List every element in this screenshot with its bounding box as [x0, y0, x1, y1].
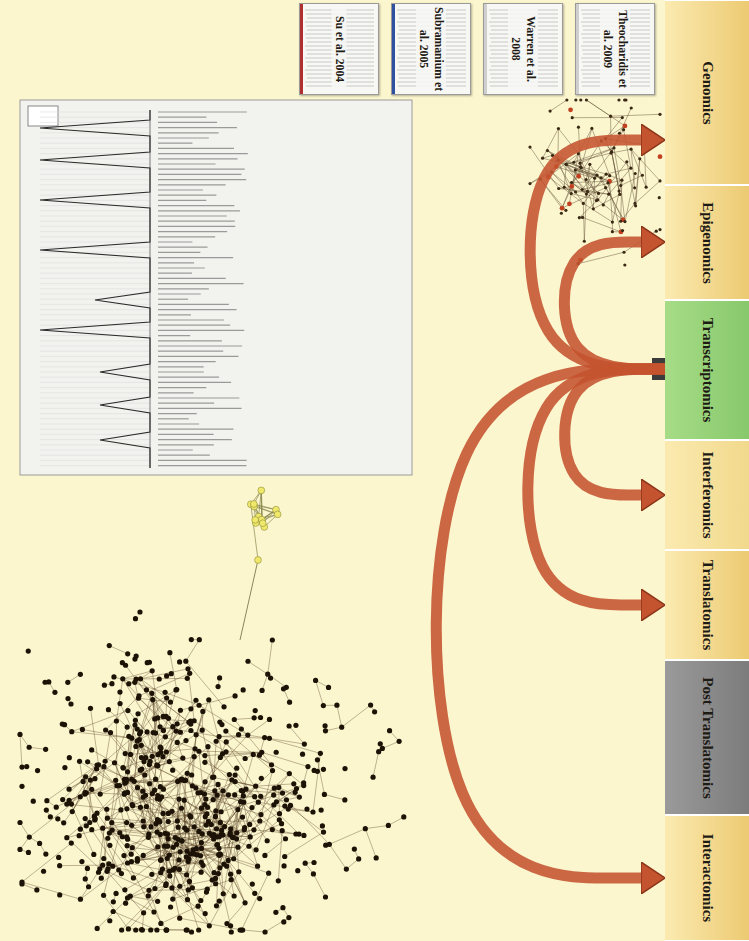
paper-thumbnail: Su et al. 2004	[299, 3, 379, 95]
paper-thumbnail: Subramanium et al. 2005	[391, 3, 471, 95]
band-label: Transcriptomics	[699, 318, 716, 423]
omics-band: Genomics	[665, 0, 749, 185]
curved-arrow	[564, 242, 665, 369]
band-label: Interferomics	[699, 451, 716, 538]
curved-arrow	[436, 369, 665, 878]
band-label: Genomics	[699, 61, 716, 124]
band-label: Post Translatomics	[699, 677, 716, 799]
omics-band: Transcriptomics	[665, 300, 749, 440]
omics-band: Interferomics	[665, 440, 749, 550]
protein-network	[17, 609, 406, 934]
omics-band: Epigenomics	[665, 185, 749, 300]
citation-label: Subramanium et al. 2005	[416, 5, 446, 93]
band-label: Epigenomics	[699, 202, 716, 284]
omics-band: Interactomics	[665, 815, 749, 941]
band-label: Interactomics	[699, 834, 716, 922]
paper-thumbnail: Warren et al. 2008	[483, 3, 563, 95]
yellow-cluster	[240, 487, 281, 640]
citation-label: Su et al. 2004	[332, 5, 347, 93]
omics-band: Post Translatomics	[665, 660, 749, 815]
curved-arrow	[565, 369, 665, 495]
curved-arrow	[528, 369, 665, 605]
line-chart	[20, 100, 412, 475]
omics-band: Translatomics	[665, 550, 749, 660]
curved-arrow	[530, 140, 665, 369]
citation-label: Warren et al. 2008	[508, 5, 538, 93]
citation-label: Theocharidis et al. 2009	[600, 5, 630, 93]
band-label: Translatomics	[699, 560, 716, 651]
paper-thumbnail: Theocharidis et al. 2009	[575, 3, 655, 95]
